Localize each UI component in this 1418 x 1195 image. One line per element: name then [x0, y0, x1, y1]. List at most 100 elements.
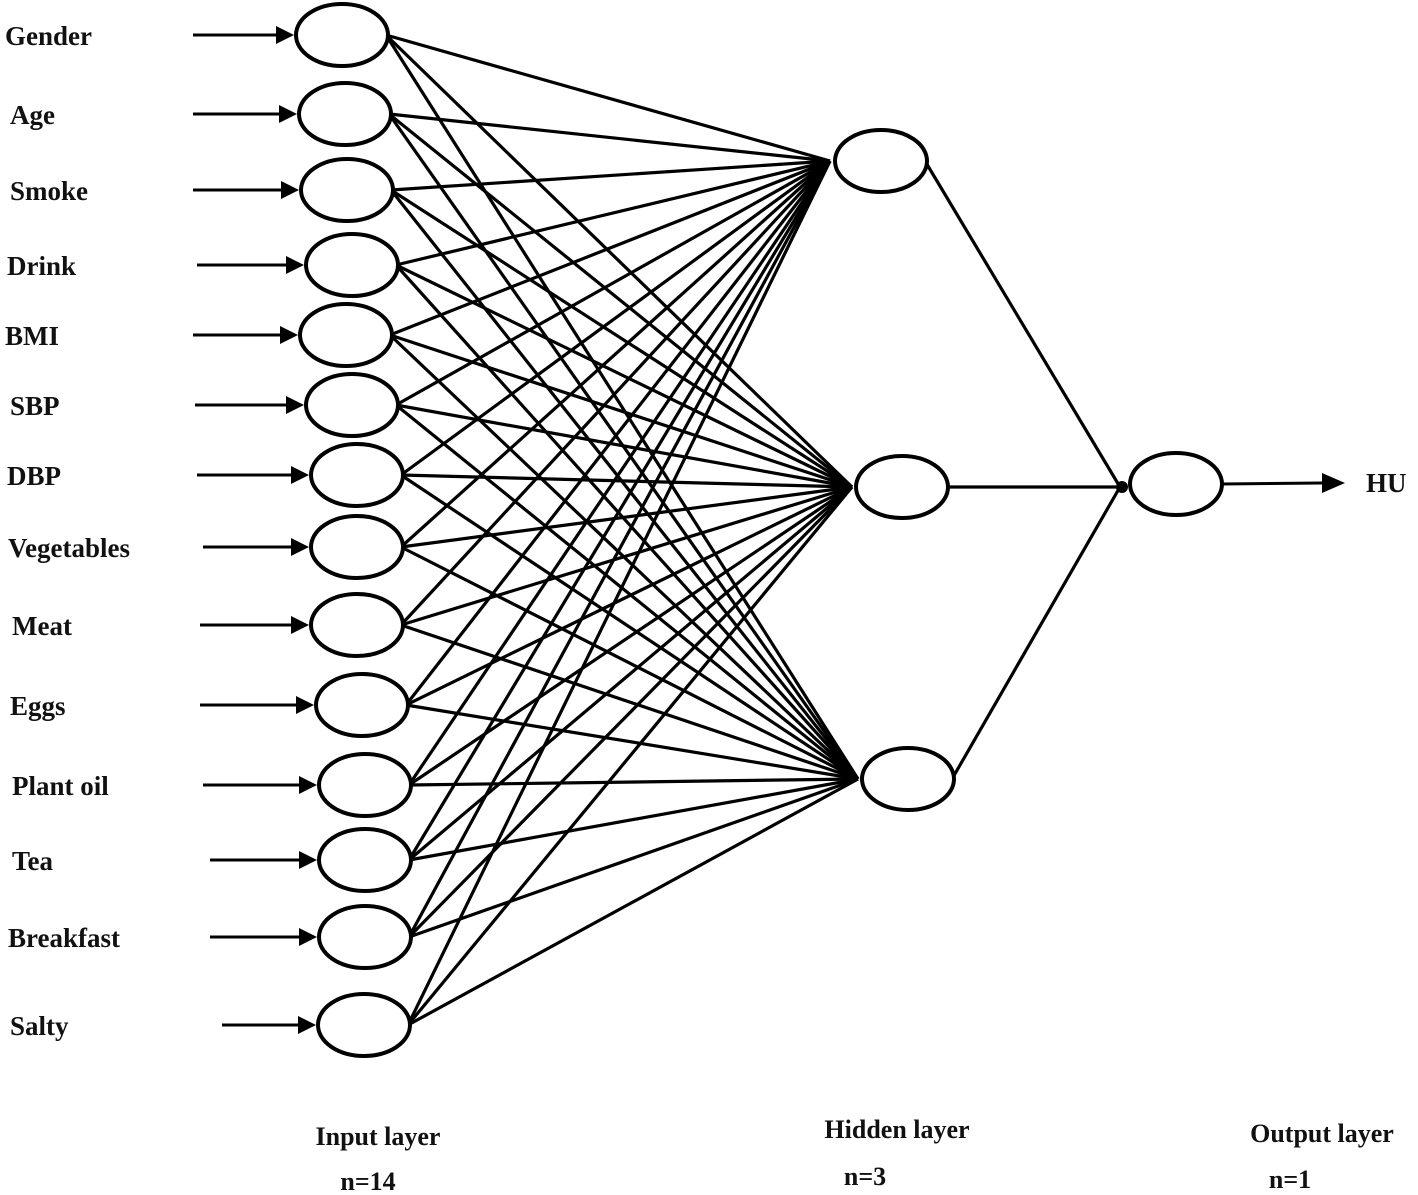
- output-layer-title: Output layer: [1250, 1119, 1394, 1148]
- edge-input-7-hidden-3: [400, 473, 859, 781]
- input-label: Gender: [5, 21, 92, 51]
- hidden-node: [860, 746, 956, 812]
- output-layer-nodes: [1128, 451, 1224, 517]
- input-label: Drink: [7, 251, 76, 281]
- hidden-node: [833, 128, 929, 194]
- input-arrow-head: [299, 851, 317, 869]
- input-label: Plant oil: [12, 771, 109, 801]
- edge-input-10-hidden-2: [405, 485, 853, 707]
- edge-input-1-hidden-3: [384, 34, 860, 780]
- edge-input-10-hidden-3: [405, 703, 859, 781]
- input-node: [316, 992, 412, 1058]
- edge-input-2-hidden-2: [387, 112, 854, 489]
- input-label: Eggs: [10, 691, 66, 721]
- edge-input-13-hidden-3: [408, 777, 859, 939]
- layer-captions: Input layer n=14 Hidden layer n=3 Output…: [316, 1115, 1394, 1195]
- edge-input-14-hidden-1: [406, 160, 832, 1026]
- edge-input-1-hidden-1: [385, 33, 831, 163]
- output-node: [1128, 451, 1224, 517]
- input-arrow-head: [286, 396, 304, 414]
- edge-input-4-hidden-2: [395, 263, 853, 489]
- input-label: Breakfast: [8, 923, 120, 953]
- edge-input-7-hidden-1: [400, 159, 831, 477]
- edge-input-11-hidden-1: [407, 160, 832, 786]
- edge-input-6-hidden-2: [395, 403, 853, 489]
- input-hidden-connections: [384, 33, 860, 1027]
- edge-input-14-hidden-2: [406, 485, 854, 1027]
- edge-input-3-hidden-3: [389, 189, 860, 780]
- hidden-output-connections: [923, 160, 1128, 780]
- input-arrow-head: [291, 466, 309, 484]
- input-node: [299, 157, 395, 223]
- edge-input-6-hidden-3: [394, 403, 860, 781]
- edge-input-10-hidden-1: [404, 160, 832, 706]
- edge-input-5-hidden-2: [389, 333, 853, 489]
- input-arrow-head: [298, 1016, 316, 1034]
- input-label: SBP: [10, 391, 60, 421]
- input-arrow-head: [286, 256, 304, 274]
- edge-input-13-hidden-2: [407, 485, 854, 939]
- input-label: DBP: [7, 461, 61, 491]
- input-arrow-head: [291, 616, 309, 634]
- input-node: [297, 81, 393, 147]
- edge-input-2-hidden-1: [388, 112, 831, 163]
- input-label: BMI: [5, 321, 59, 351]
- edge-input-12-hidden-3: [408, 777, 859, 862]
- input-layer-count: n=14: [340, 1167, 395, 1195]
- edge-input-9-hidden-3: [400, 623, 859, 781]
- input-arrow-head: [276, 26, 294, 44]
- edge-input-13-hidden-1: [407, 160, 832, 938]
- edge-input-9-hidden-1: [399, 159, 832, 627]
- edge-input-3-hidden-1: [390, 159, 831, 192]
- edge-input-3-hidden-2: [390, 188, 853, 489]
- edge-input-12-hidden-1: [407, 160, 832, 861]
- output-layer-count: n=1: [1269, 1165, 1311, 1194]
- input-node: [317, 752, 413, 818]
- input-arrow-head: [299, 776, 317, 794]
- input-arrow-head: [281, 181, 299, 199]
- hidden-layer-count: n=3: [844, 1162, 886, 1191]
- edge-input-4-hidden-3: [394, 263, 860, 781]
- edge-input-9-hidden-2: [400, 485, 853, 627]
- edge-input-7-hidden-2: [400, 473, 853, 489]
- edge-input-8-hidden-1: [399, 159, 832, 549]
- input-label: Smoke: [10, 176, 88, 206]
- edge-input-5-hidden-1: [389, 159, 831, 337]
- input-arrow-head: [296, 696, 314, 714]
- edge-hidden-1-output: [923, 160, 1122, 488]
- hidden-node: [854, 454, 950, 520]
- input-node: [298, 302, 394, 368]
- input-label: Age: [10, 100, 55, 130]
- input-arrow-head: [299, 928, 317, 946]
- edge-input-4-hidden-1: [395, 159, 831, 267]
- input-node: [304, 232, 400, 298]
- output-junction: [1116, 481, 1128, 493]
- edge-input-14-hidden-3: [407, 777, 859, 1027]
- input-node: [314, 672, 410, 738]
- input-label: Meat: [12, 611, 72, 641]
- edge-hidden-3-output: [950, 486, 1122, 780]
- output-arrow-line: [1221, 481, 1323, 486]
- edge-input-8-hidden-3: [400, 545, 859, 781]
- hidden-layer-title: Hidden layer: [824, 1115, 969, 1144]
- edge-input-11-hidden-3: [408, 777, 859, 787]
- hidden-layer-nodes: [833, 128, 956, 812]
- input-arrow-head: [279, 105, 297, 123]
- input-node: [309, 592, 405, 658]
- edge-input-1-hidden-2: [384, 33, 854, 489]
- output-arrow-head: [1322, 473, 1345, 493]
- edge-input-6-hidden-1: [395, 159, 831, 407]
- input-node: [309, 442, 405, 508]
- input-label: Tea: [12, 846, 54, 876]
- input-label: Vegetables: [8, 533, 130, 563]
- input-label: Salty: [10, 1011, 69, 1041]
- input-node: [294, 2, 390, 68]
- output-arrow: [1221, 473, 1345, 493]
- output-label: HU: [1366, 468, 1407, 498]
- input-layer-nodes: [294, 2, 413, 1058]
- input-node: [304, 372, 400, 438]
- input-node: [317, 827, 413, 893]
- edge-input-8-hidden-2: [400, 485, 853, 549]
